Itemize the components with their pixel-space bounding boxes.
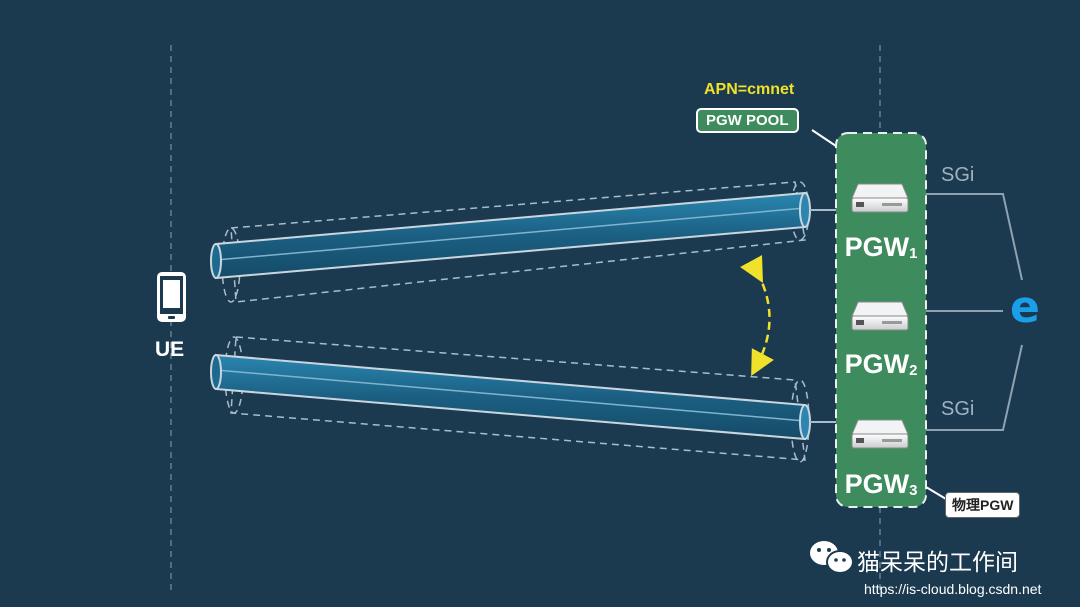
sgi-bottom-label: SGi: [941, 398, 974, 421]
apn-label: APN=cmnet: [704, 81, 794, 99]
server-icon: [852, 302, 908, 330]
pgw-pool-label: PGW POOL: [696, 108, 799, 133]
watermark-url: https://is-cloud.blog.csdn.net: [864, 581, 1041, 597]
server-icon: [852, 420, 908, 448]
pgw-2-label: PGW2: [836, 349, 926, 380]
wechat-icon: [810, 541, 853, 573]
upper-tunnel: [211, 182, 838, 302]
server-icon: [852, 184, 908, 212]
lower-tunnel: [211, 337, 838, 462]
watermark-title: 猫呆呆的工作间: [857, 543, 1018, 577]
physical-callout-line: [926, 487, 946, 499]
sgi-links: [926, 194, 1022, 430]
switch-arrow: [757, 272, 770, 365]
phone-icon: [157, 272, 186, 322]
pgw-3-label: PGW3: [836, 469, 926, 500]
pgw-1-label: PGW1: [836, 232, 926, 263]
internet-icon: e: [1010, 282, 1040, 333]
pool-callout-line: [812, 130, 836, 146]
ue-label: UE: [155, 338, 184, 362]
physical-pgw-label: 物理PGW: [945, 492, 1020, 518]
sgi-top-label: SGi: [941, 164, 974, 187]
